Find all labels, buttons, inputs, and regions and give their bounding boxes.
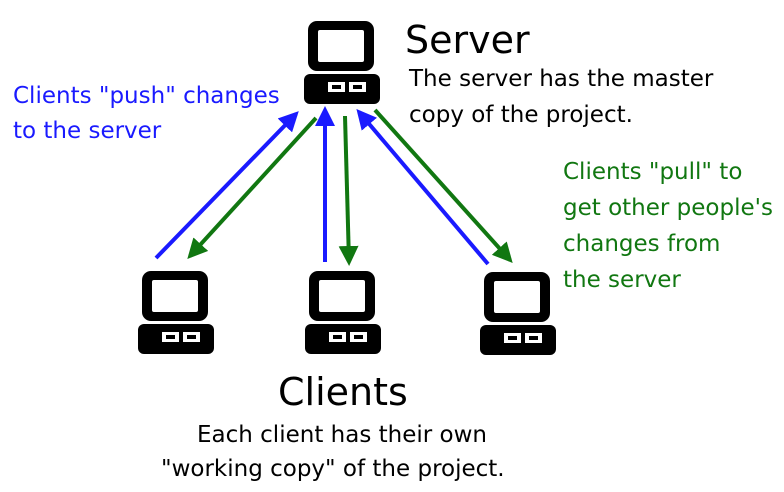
server-caption-line-2: copy of the project. (409, 102, 633, 128)
pull-note-line-4: the server (563, 267, 681, 293)
pull-arrow-left-client (187, 116, 318, 259)
pull-note-line-2: get other people's (563, 195, 773, 221)
server-caption-line-1: The server has the master (409, 66, 714, 92)
pull-arrow-right-client (373, 108, 513, 263)
server-computer-icon (304, 21, 380, 104)
server-title: Server (405, 18, 530, 62)
clients-caption-line-1: Each client has their own (197, 422, 487, 448)
push-arrow-right-client (356, 108, 490, 266)
pull-note-line-3: changes from (563, 231, 721, 257)
push-arrow-left-client (154, 111, 299, 260)
clients-title: Clients (278, 370, 408, 414)
clients-caption-line-2: "working copy" of the project. (161, 456, 505, 482)
pull-arrow-middle-client (338, 115, 359, 266)
client-computer-icon (305, 271, 381, 354)
client-computer-icon (480, 272, 556, 355)
pull-note-line-1: Clients "pull" to (563, 159, 743, 185)
push-note-line-2: to the server (13, 118, 162, 144)
push-note-line-1: Clients "push" changes (13, 83, 280, 109)
client-computer-icon (138, 271, 214, 354)
